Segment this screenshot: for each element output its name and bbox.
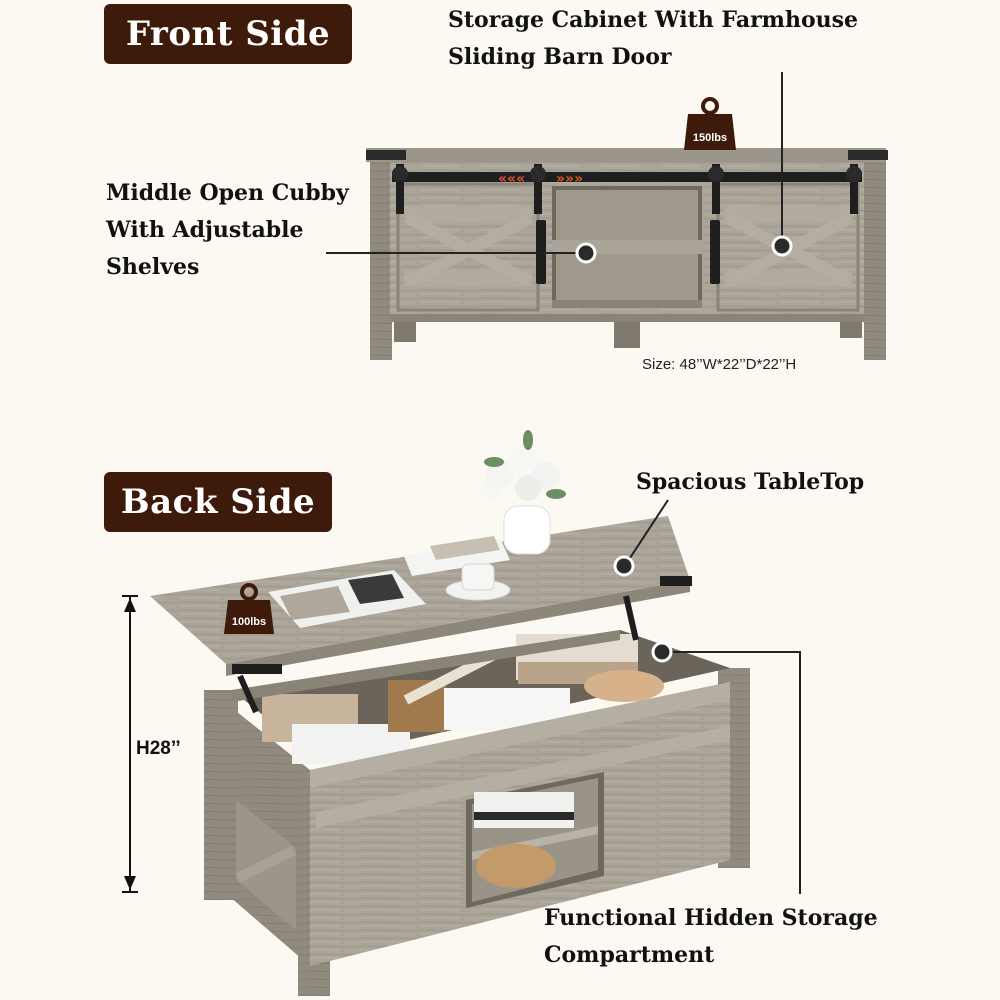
back-side-badge: Back Side [104, 472, 332, 532]
svg-text:»»»: »»» [556, 171, 583, 187]
cubby-callout-line1: Middle Open Cubby [106, 180, 349, 206]
back-pointer-lines [613, 499, 801, 894]
weight-150-label: 150lbs [692, 132, 728, 144]
storage-callout-line2: Sliding Barn Door [448, 44, 672, 70]
hidden-callout-line2: Compartment [544, 942, 715, 968]
storage-cabinet-callout: Storage Cabinet With Farmhouse Sliding B… [448, 2, 988, 76]
svg-text:«««: ««« [498, 171, 525, 187]
middle-cubby-callout: Middle Open Cubby With Adjustable Shelve… [106, 175, 396, 286]
tv-stand-illustration: ««« »»» [366, 148, 888, 360]
cubby-callout-line3: Shelves [106, 254, 200, 280]
hidden-callout-line1: Functional Hidden Storage [544, 905, 878, 931]
weight-100-icon: 100lbs [222, 582, 276, 634]
storage-callout-line1: Storage Cabinet With Farmhouse [448, 7, 859, 33]
front-side-badge: Front Side [104, 4, 352, 64]
height-label: H28’’ [136, 738, 181, 759]
weight-150-icon: 150lbs [682, 96, 738, 150]
size-label: Size: 48’’W*22’’D*22’’H [642, 356, 797, 373]
coffee-table-illustration [150, 430, 750, 996]
cubby-callout-line2: With Adjustable [106, 217, 304, 243]
height-dimension-line [122, 595, 138, 893]
tabletop-callout: Spacious TableTop [636, 469, 865, 495]
hidden-storage-callout: Functional Hidden Storage Compartment [544, 900, 974, 974]
front-pointer-lines [326, 72, 793, 264]
weight-100-label: 100lbs [231, 616, 267, 628]
